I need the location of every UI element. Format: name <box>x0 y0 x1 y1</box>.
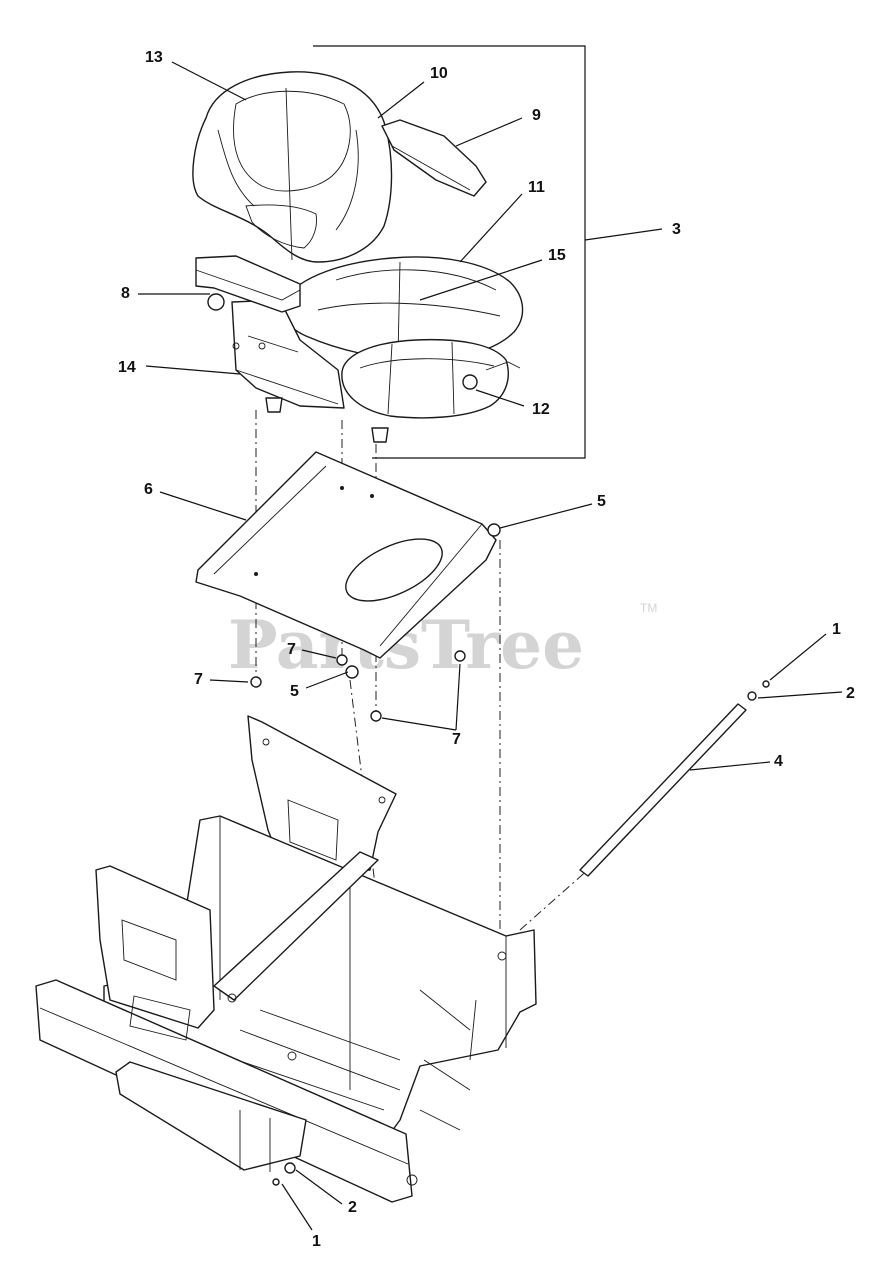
mount-stud <box>265 397 283 413</box>
callout-15: 15 <box>548 247 566 264</box>
callout-6: 6 <box>144 481 153 498</box>
base-bolt <box>258 342 266 350</box>
backrest-lumbar <box>245 204 317 249</box>
hardware <box>250 523 770 1186</box>
callout-1: 1 <box>312 1233 321 1250</box>
clip-icon <box>762 680 770 688</box>
callout-7: 7 <box>287 641 296 658</box>
frame-hole <box>406 1174 418 1186</box>
alignment-line <box>519 867 591 931</box>
callout-2: 2 <box>846 685 855 702</box>
plate-edges <box>197 451 483 647</box>
watermark-trademark: TM <box>640 601 657 615</box>
seat-front-bolster <box>341 338 509 419</box>
callout-labels: 13 10 9 11 3 15 8 14 12 6 5 7 5 7 7 1 2 … <box>118 49 855 1250</box>
plate-cutout <box>345 538 443 602</box>
seat-adjust-lever <box>485 361 521 371</box>
backrest-seams <box>217 87 359 261</box>
frame-right-lines <box>419 999 477 1131</box>
backrest <box>192 71 393 263</box>
callout-7: 7 <box>194 671 203 688</box>
leader-lines <box>138 61 843 1231</box>
frame-rails <box>195 816 507 1111</box>
callout-1: 1 <box>832 621 841 638</box>
seat-pan-plate[interactable] <box>195 451 497 659</box>
callout-5: 5 <box>597 493 606 510</box>
bracket-window <box>287 799 339 861</box>
bracket-hole <box>378 796 386 804</box>
left-armrest <box>195 255 301 313</box>
callout-4: 4 <box>774 753 783 770</box>
support-legs <box>239 1110 271 1172</box>
callout-11: 11 <box>528 179 545 196</box>
right-armrest-edge <box>391 145 471 191</box>
seat-cushion-seams <box>317 261 501 357</box>
bracket-windows <box>121 919 191 1041</box>
seat-base <box>231 299 345 409</box>
washer-icon <box>284 1162 296 1174</box>
washer-icon <box>747 691 757 701</box>
right-armrest <box>381 119 487 197</box>
flange-nut-icon <box>345 665 359 679</box>
front-bolster-seams <box>359 341 495 415</box>
callout-10: 10 <box>430 65 448 82</box>
left-side-bracket <box>95 865 215 1029</box>
callout-5: 5 <box>290 683 299 700</box>
base-bolt <box>232 342 240 350</box>
seat-assembly[interactable] <box>192 71 524 443</box>
rod-icon <box>579 703 747 877</box>
callout-12: 12 <box>532 401 550 418</box>
callout-3: 3 <box>672 221 681 238</box>
seat-assembly-bracket <box>313 45 586 459</box>
plate-hole <box>370 494 374 498</box>
callout-9: 9 <box>532 107 541 124</box>
pivot-rod[interactable] <box>579 703 747 877</box>
frame-chassis[interactable] <box>35 715 537 1203</box>
seat-base-edges <box>235 335 339 405</box>
frame-hole <box>227 993 237 1003</box>
frame-inner-lines <box>239 989 471 1091</box>
alignment-line <box>349 679 395 1041</box>
washer-icon <box>336 654 348 666</box>
callout-7: 7 <box>452 731 461 748</box>
backrest-headpad <box>233 90 351 192</box>
plate-hole <box>340 486 344 490</box>
under-support <box>115 1061 307 1171</box>
armrest-knob-icon <box>207 293 225 311</box>
callout-2: 2 <box>348 1199 357 1216</box>
plate-hole <box>254 572 258 576</box>
clip-icon <box>272 1178 280 1186</box>
seat-cushion <box>281 256 524 361</box>
callout-14: 14 <box>118 359 136 376</box>
adjust-knob-icon <box>462 374 478 390</box>
washer-icon <box>250 676 262 688</box>
callout-8: 8 <box>121 285 130 302</box>
frame-hole <box>287 1051 297 1061</box>
mid-rail <box>213 851 379 1001</box>
left-armrest-edge <box>195 269 301 301</box>
bracket-hole <box>262 738 270 746</box>
washer-icon <box>454 650 466 662</box>
mount-stud <box>371 427 389 443</box>
front-crossbar <box>35 979 413 1203</box>
washer-icon <box>370 710 382 722</box>
frame-hole <box>497 951 507 961</box>
crossbar-edge <box>39 1007 409 1165</box>
flange-nut-icon <box>487 523 501 537</box>
callout-13: 13 <box>145 49 163 66</box>
